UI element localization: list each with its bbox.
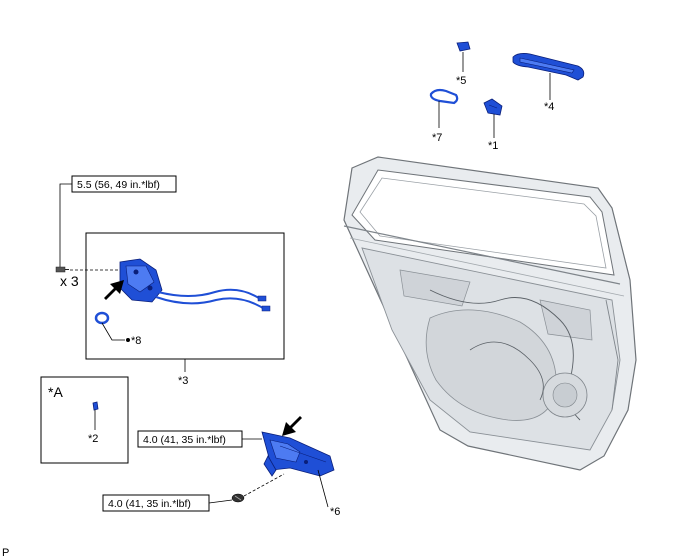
- part-1-handle-frame: [483, 98, 503, 116]
- callout-6: *6: [330, 506, 340, 518]
- torque-label-3: 4.0 (41, 35 in.*lbf): [102, 494, 210, 512]
- arrow-icon: [282, 416, 302, 436]
- arrow-icon: [104, 280, 124, 300]
- part-4-outside-handle: [512, 53, 585, 81]
- torque-label-1: 5.5 (56, 49 in.*lbf): [71, 175, 177, 193]
- screw-icon: [231, 493, 245, 503]
- part-7-handle-gasket: [429, 88, 459, 105]
- svg-text:4.0 (41, 35 in.*lbf): 4.0 (41, 35 in.*lbf): [108, 498, 191, 510]
- rear-door-panel: [343, 156, 637, 471]
- callout-5: *5: [456, 75, 466, 87]
- part-3-door-lock-assembly: [119, 258, 271, 312]
- bolt-quantity: x 3: [60, 273, 79, 289]
- inset-label: *A: [48, 384, 63, 400]
- svg-text:4.0 (41, 35 in.*lbf): 4.0 (41, 35 in.*lbf): [143, 434, 226, 446]
- part-2-clip: [92, 401, 99, 411]
- corner-mark: P: [2, 547, 9, 559]
- callout-3: *3: [178, 375, 188, 387]
- callout-2: *2: [88, 433, 98, 445]
- part-5-handle-cap: [456, 41, 471, 52]
- callout-4: *4: [544, 101, 554, 113]
- inset-box-a: [40, 376, 129, 464]
- torque-label-2: 4.0 (41, 35 in.*lbf): [137, 430, 243, 448]
- callout-7: *7: [432, 132, 442, 144]
- callout-1: *1: [488, 140, 498, 152]
- part-6-inside-handle-assembly: [261, 431, 335, 477]
- callout-8: *8: [131, 335, 141, 347]
- svg-text:5.5 (56, 49 in.*lbf): 5.5 (56, 49 in.*lbf): [77, 179, 160, 191]
- bolt-icon: [55, 266, 69, 273]
